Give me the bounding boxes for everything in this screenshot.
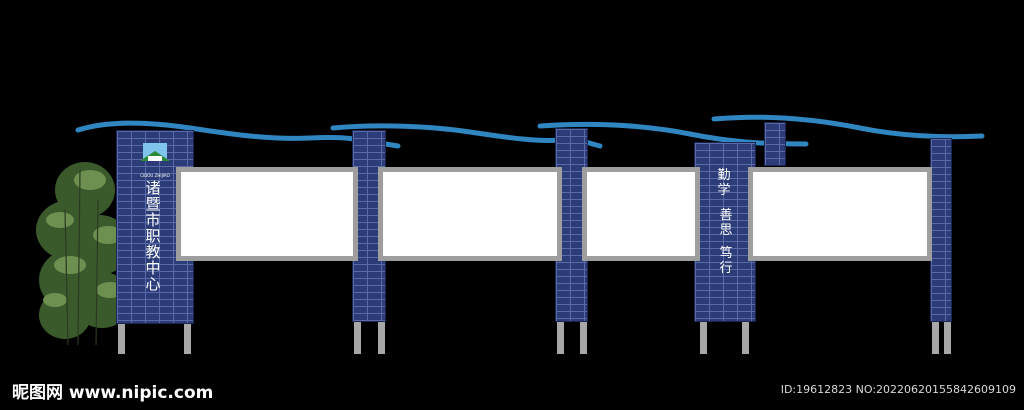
school-logo-icon: [140, 143, 170, 161]
display-board-2: [378, 167, 562, 261]
leg: [932, 322, 939, 354]
leg: [354, 322, 361, 354]
display-board-4: [748, 167, 932, 261]
pillar-5-top: [764, 122, 786, 166]
leg: [700, 322, 707, 354]
school-name-vertical: 诸暨市职教中心: [145, 179, 161, 293]
display-board-1: [176, 167, 358, 261]
watermark-id: ID:19612823 NO:20220620155842609109: [780, 383, 1016, 396]
leg: [118, 324, 125, 354]
leg: [184, 324, 191, 354]
bamboo-tree-icon: [36, 162, 132, 346]
leg: [378, 322, 385, 354]
leg: [944, 322, 951, 354]
display-board-3: [582, 167, 700, 261]
motto-line-3: 笃行: [719, 246, 733, 276]
leg: [557, 322, 564, 354]
watermark-site: 昵图网 www.nipic.com: [12, 383, 214, 403]
pillar-4: [694, 142, 756, 322]
logo-caption: CIDOU ZHIJIAO: [140, 173, 170, 178]
leg: [580, 322, 587, 354]
motto-line-2: 善思: [719, 208, 733, 238]
motto-line-1: 勤学: [717, 168, 731, 198]
pillar-6: [930, 138, 952, 322]
leg: [742, 322, 749, 354]
